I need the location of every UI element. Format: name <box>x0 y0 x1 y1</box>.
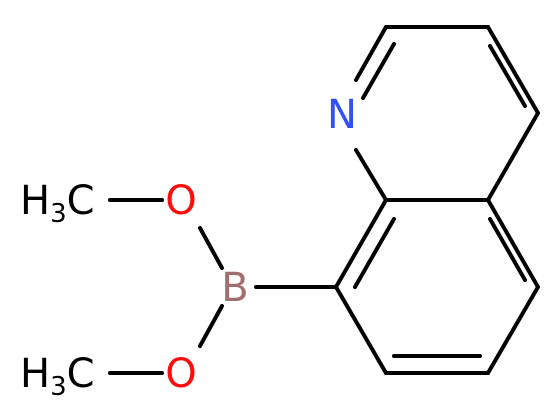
bond-c7-c8 <box>334 285 388 375</box>
methyl-label-bottom: H3C <box>20 351 95 402</box>
atom-nitrogen: N <box>327 92 357 138</box>
bond-layer <box>108 25 540 375</box>
bond-c2-n1-inner <box>361 42 396 100</box>
bond-c3-c4-inner <box>488 44 527 108</box>
bond-c8-c8a <box>334 198 388 289</box>
methyl-bottom-h: H <box>20 351 50 397</box>
bond-c3-c4 <box>486 25 540 115</box>
bond-c4a-c5 <box>486 198 540 289</box>
atom-oxygen-bottom: O <box>165 351 196 397</box>
bond-b-o-bottom <box>198 304 224 348</box>
bond-c8-c8a-inner <box>353 217 396 289</box>
atom-boron: B <box>221 265 248 311</box>
atom-oxygen-top: O <box>165 178 196 224</box>
methyl-label-top: H3C <box>20 178 95 229</box>
atom-layer: N B O O H3C H3C <box>20 92 357 402</box>
methyl-top-subscript: 3 <box>50 199 67 229</box>
bond-c4a-c5-inner <box>488 217 527 282</box>
methyl-bottom-subscript: 3 <box>50 372 67 402</box>
bond-c4-c4a <box>486 111 540 202</box>
methyl-bottom-c: C <box>67 351 95 397</box>
bond-b-o-top <box>198 226 224 270</box>
bond-n1-c8a <box>354 148 388 202</box>
bond-c2-n1 <box>354 25 388 82</box>
bond-c5-c6 <box>486 285 540 375</box>
methyl-top-c: C <box>67 178 95 224</box>
methyl-top-h: H <box>20 178 50 224</box>
